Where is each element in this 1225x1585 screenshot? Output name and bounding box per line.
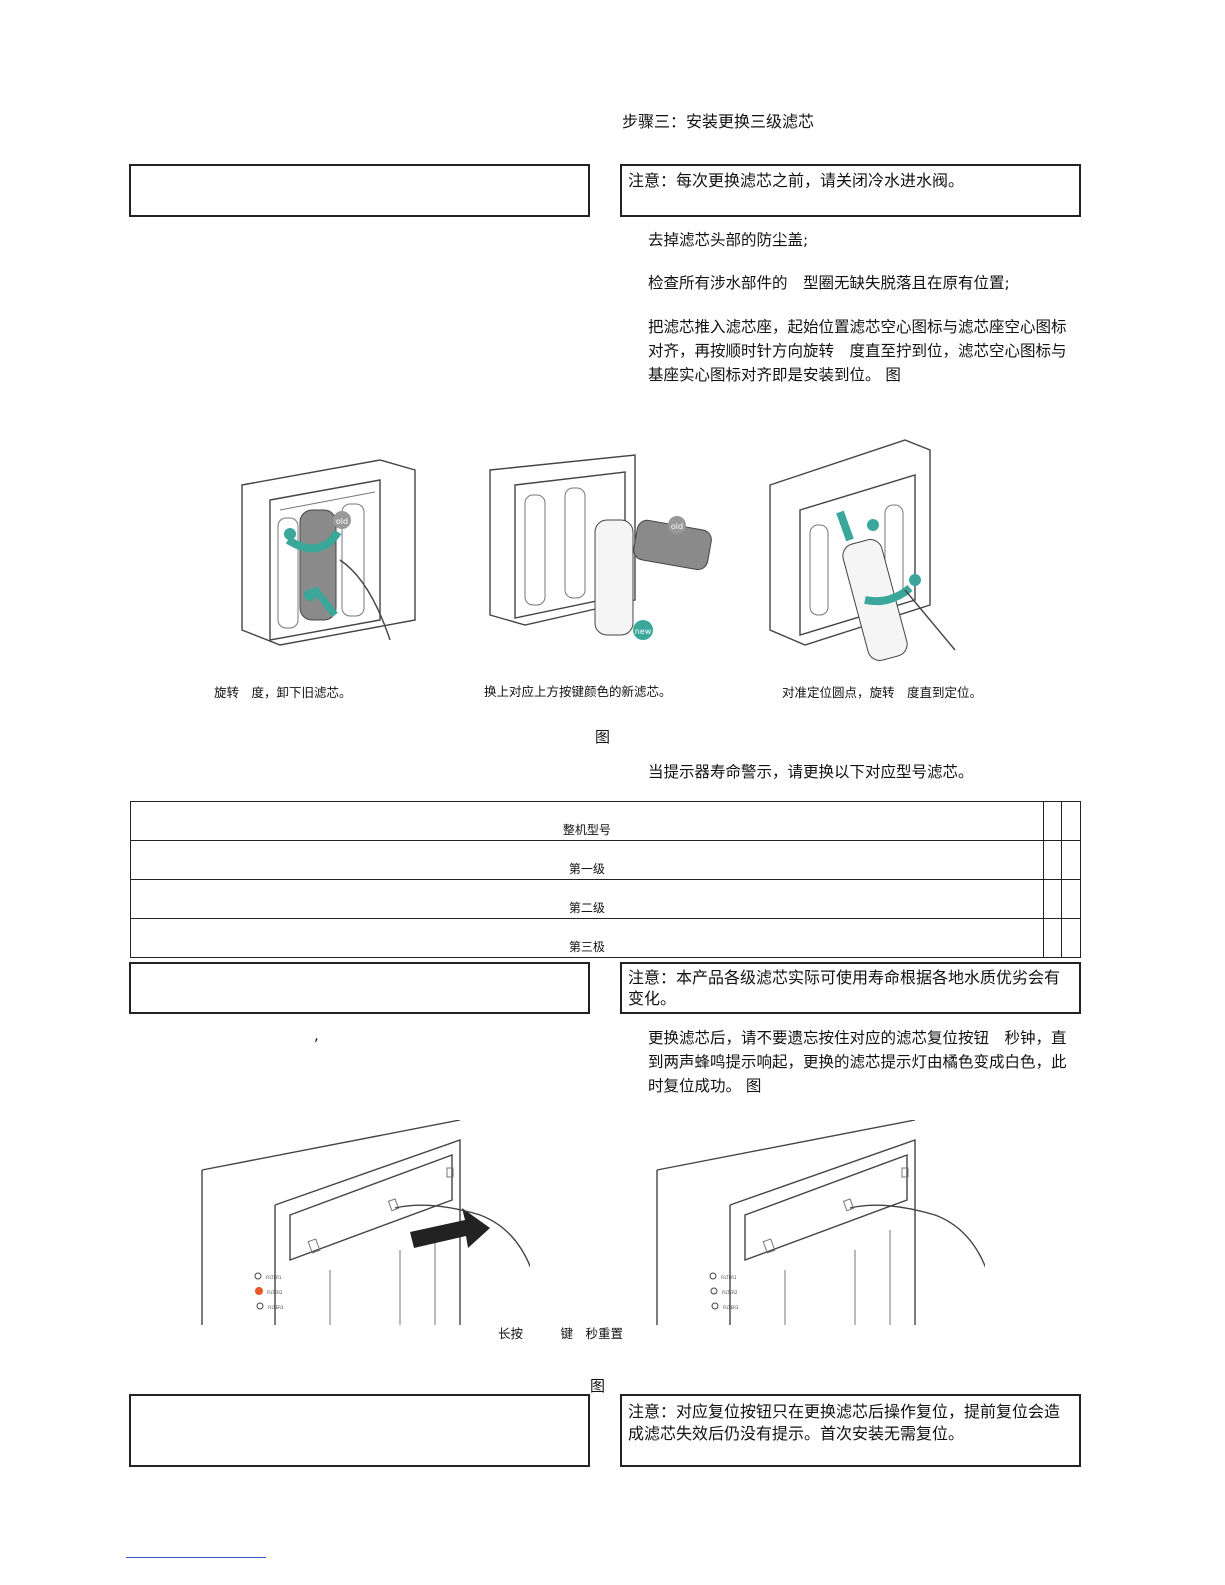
indicator-label: FILTER3	[723, 1305, 739, 1310]
indicator-label: FILTER3	[268, 1305, 284, 1310]
table-cell	[1042, 840, 1063, 880]
footer-link-underline	[126, 1557, 266, 1558]
step-title: 步骤三：安装更换三级滤芯	[622, 112, 815, 131]
table-cell	[1042, 801, 1063, 841]
table-cell: 第三极	[130, 918, 1044, 958]
note-text-1: 注意：每次更换滤芯之前，请关闭冷水进水阀。	[628, 171, 965, 190]
indicator-light-icon	[256, 1302, 264, 1310]
life-warning-text: 当提示器寿命警示，请更换以下对应型号滤芯。	[648, 763, 974, 781]
old-label-2: old	[671, 522, 683, 531]
table-cell	[1061, 879, 1081, 919]
note-box-2: 注意：本产品各级滤芯实际可使用寿命根据各地水质优劣会有变化。	[620, 962, 1081, 1014]
table-row: 第一级	[130, 840, 1081, 880]
figure2-label: 图	[590, 1377, 606, 1395]
note-box-1: 注意：每次更换滤芯之前，请关闭冷水进水阀。	[620, 164, 1081, 217]
table-cell	[1061, 840, 1081, 880]
table-row: 第二级	[130, 879, 1081, 919]
stray-comma: ,	[314, 1026, 319, 1044]
table-cell	[1042, 879, 1063, 919]
indicator-light-icon	[710, 1287, 718, 1295]
reset-instruction: 更换滤芯后，请不要遗忘按住对应的滤芯复位按钮 秒钟，直到两声蜂鸣提示响起，更换的…	[648, 1029, 1067, 1095]
indicator-light-icon	[709, 1272, 717, 1280]
install-filter-illustration	[769, 439, 956, 661]
indicator-label: FILTER1	[266, 1275, 282, 1280]
table-cell: 第二级	[130, 879, 1044, 919]
table-cell: 第一级	[130, 840, 1044, 880]
indicator-light-icon	[711, 1302, 719, 1310]
remove-old-filter-illustration: old	[241, 459, 416, 646]
old-badge-icon-2	[668, 516, 686, 534]
step-2: 检查所有涉水部件的 型圈无缺失脱落且在原有位置;	[648, 274, 1010, 292]
table-cell: 整机型号	[130, 801, 1044, 841]
indicator-label: FILTER1	[721, 1275, 737, 1280]
figure1-caption-3: 对准定位圆点，旋转 度直到定位。	[782, 685, 983, 700]
indicator-light-icon	[254, 1272, 262, 1280]
indicator-light-active-icon	[255, 1287, 263, 1295]
note-text-3: 注意：对应复位按钮只在更换滤芯后操作复位，提前复位会造成滤芯失效后仍没有提示。首…	[628, 1402, 1061, 1443]
empty-box-left-3	[129, 1394, 590, 1467]
table-cell	[1061, 801, 1081, 841]
figure1-label: 图	[595, 728, 611, 746]
reset-release-illustration: FILTER1 FILTER2 FILTER3	[656, 1120, 985, 1325]
reset-press-illustration: FILTER1 FILTER2 FILTER3	[201, 1120, 530, 1325]
old-label-1: old	[336, 517, 348, 526]
new-badge-icon	[633, 620, 653, 640]
table-row: 整机型号	[130, 801, 1081, 841]
press-arrow-icon	[410, 1208, 490, 1248]
indicator-label: FILTER2	[267, 1290, 283, 1295]
table-cell	[1061, 918, 1081, 958]
figure1-caption-1: 旋转 度，卸下旧滤芯。	[214, 685, 352, 700]
table-cell	[1042, 918, 1063, 958]
note-text-2: 注意：本产品各级滤芯实际可使用寿命根据各地水质优劣会有变化。	[628, 968, 1061, 1008]
new-label: new	[635, 627, 652, 636]
figure2-caption: 长按 键 秒重置	[498, 1326, 624, 1341]
figure1-caption-2: 换上对应上方按键颜色的新滤芯。	[484, 684, 672, 699]
table-row: 第三极	[130, 918, 1081, 958]
new-filter-illustration: old new	[489, 454, 712, 640]
filter-model-table: 整机型号 第一级 第二级 第三极	[130, 801, 1081, 958]
note-box-3: 注意：对应复位按钮只在更换滤芯后操作复位，提前复位会造成滤芯失效后仍没有提示。首…	[620, 1394, 1081, 1467]
empty-box-left-2	[129, 962, 590, 1014]
empty-box-left-1	[129, 164, 590, 217]
old-badge-icon	[333, 511, 351, 529]
indicator-label: FILTER2	[722, 1290, 738, 1295]
step-1: 去掉滤芯头部的防尘盖;	[648, 231, 809, 249]
step-3: 把滤芯推入滤芯座，起始位置滤芯空心图标与滤芯座空心图标对齐，再按顺时针方向旋转 …	[648, 318, 1067, 384]
